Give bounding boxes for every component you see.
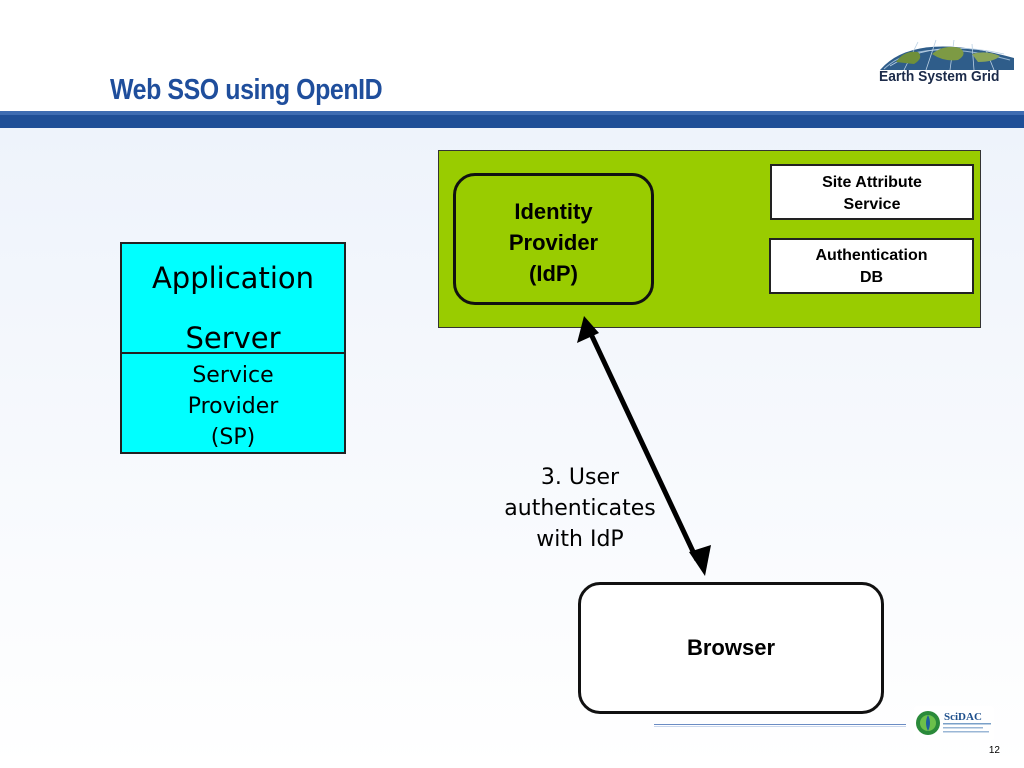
identity-provider-line2: Provider — [508, 230, 599, 255]
identity-provider-box: Identity Provider (IdP) — [453, 173, 654, 305]
browser-label: Browser — [686, 635, 776, 660]
authentication-db-line2: DB — [859, 269, 884, 286]
site-attribute-service-line1: Site Attribute — [822, 174, 922, 191]
logo-text: Earth System Grid — [879, 68, 1000, 85]
globe-logo-icon — [880, 39, 1014, 71]
step-3-line3: with IdP — [536, 527, 624, 552]
site-attribute-service-line2: Service — [843, 196, 901, 213]
application-server-title-line2: Server — [185, 321, 281, 355]
site-attribute-service-label: Site Attribute Service — [772, 172, 972, 216]
authentication-db-line1: Authentication — [815, 247, 928, 264]
footer-divider-light — [654, 726, 906, 727]
step-3-line1: 3. User — [540, 465, 620, 490]
application-server-box: Application Server Service Provider (SP) — [120, 242, 346, 454]
slide-title: Web SSO using OpenID — [110, 74, 383, 106]
application-server-title: Application Server — [122, 248, 344, 368]
step-3-label: 3. User authenticates with IdP — [486, 462, 674, 555]
identity-provider-line3: (IdP) — [529, 261, 578, 286]
service-provider-line1: Service — [192, 363, 274, 388]
authentication-db-label: Authentication DB — [771, 245, 972, 289]
identity-provider-label: Identity Provider (IdP) — [456, 196, 651, 289]
footer-divider — [654, 724, 906, 725]
service-provider-line2: Provider — [187, 394, 279, 419]
page-number: 12 — [988, 745, 1000, 756]
scidac-logo-text: SciDAC — [944, 711, 982, 723]
authentication-db-box: Authentication DB — [769, 238, 974, 294]
identity-provider-line1: Identity — [514, 199, 593, 224]
title-band-highlight — [0, 111, 1024, 115]
step-3-line2: authenticates — [504, 496, 656, 521]
browser-box: Browser — [578, 582, 884, 714]
application-server-title-line1: Application — [151, 261, 315, 295]
scidac-logo-icon: SciDAC — [914, 706, 994, 740]
service-provider-label: Service Provider (SP) — [122, 360, 344, 453]
title-band — [0, 111, 1024, 128]
site-attribute-service-box: Site Attribute Service — [770, 164, 974, 220]
service-provider-line3: (SP) — [210, 425, 256, 450]
application-server-divider — [122, 352, 344, 354]
